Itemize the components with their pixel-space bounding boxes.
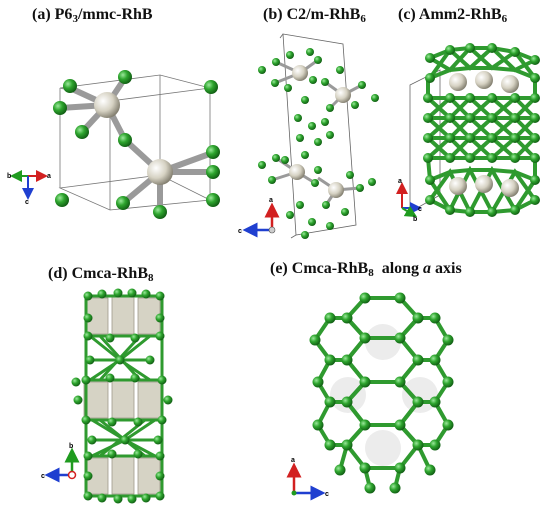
- axis-label-a-c: a: [398, 178, 402, 185]
- boron-atoms-c: [423, 43, 540, 217]
- axis-indicator-e: a c: [286, 457, 329, 501]
- axis-label-c-e: c: [325, 491, 329, 498]
- rhodium-shading-e: [330, 324, 438, 466]
- axis-label-c-b: c: [238, 228, 242, 235]
- axis-label-a-b: a: [269, 197, 273, 204]
- panel-c-structure: a c b: [396, 43, 540, 223]
- axis-label-c-d: c: [41, 473, 45, 480]
- axis-indicator-b: a c: [238, 197, 280, 238]
- boron-atoms-e: [309, 292, 454, 494]
- bonds-a: [57, 75, 216, 215]
- panel-a-structure: b a c: [7, 70, 220, 219]
- axis-indicator-a: b a c: [7, 170, 51, 206]
- panel-b-structure: a c: [238, 33, 379, 239]
- axis-label-c-c: c: [418, 206, 422, 213]
- axis-label-b: b: [7, 173, 11, 180]
- boron-atoms-a: [53, 70, 220, 219]
- title-a: (a) P63/mmc-RhB: [32, 6, 153, 25]
- axis-label-c: c: [25, 199, 29, 206]
- title-c: (c) Amm2-RhB6: [398, 6, 508, 25]
- rhodium-atoms-c: [449, 71, 519, 197]
- axis-indicator-c: a c b: [396, 178, 422, 223]
- title-b: (b) C2/m-RhB6: [263, 6, 366, 25]
- axis-label-b-d: b: [69, 443, 73, 450]
- polyhedra-d: [83, 295, 163, 495]
- boron-atoms-b: [258, 48, 379, 239]
- axis-label-a-e: a: [291, 457, 295, 464]
- axis-label-a: a: [47, 173, 51, 180]
- rhodium-atoms-a: [94, 92, 173, 185]
- rhodium-atoms-b: [289, 65, 351, 198]
- axis-label-b-c: b: [413, 216, 417, 223]
- panel-d-structure: b c: [41, 288, 173, 504]
- title-d: (d) Cmca-RhB8: [48, 265, 154, 284]
- panel-e-structure: a c: [286, 292, 454, 501]
- unit-cell-b: [279, 33, 357, 239]
- title-e: (e) Cmca-RhB8 along a axis: [270, 260, 462, 279]
- axis-indicator-d: b c: [41, 443, 80, 483]
- boron-atoms-d: [71, 288, 173, 504]
